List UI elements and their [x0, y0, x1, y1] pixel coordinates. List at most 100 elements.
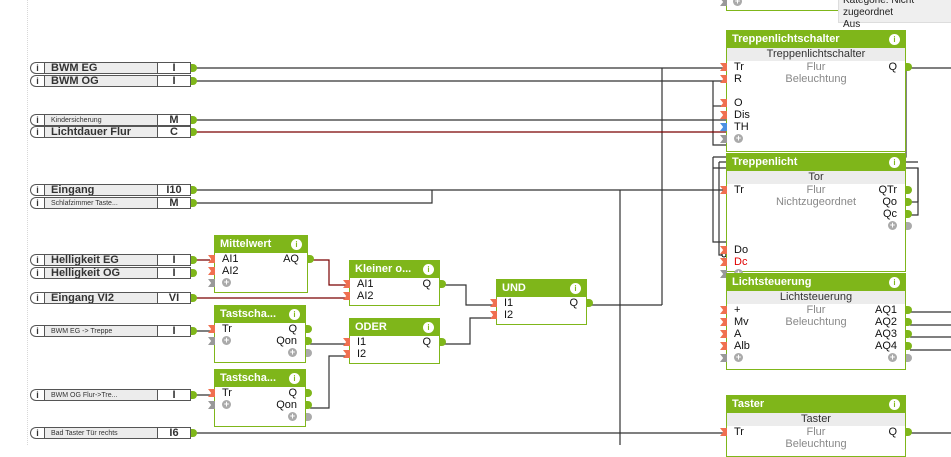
info-icon[interactable]: i: [30, 114, 44, 126]
input-pin[interactable]: [720, 354, 727, 362]
output-pin[interactable]: [306, 401, 312, 409]
add-input-icon[interactable]: +: [734, 133, 743, 143]
input-pin[interactable]: [720, 428, 727, 436]
add-input-icon[interactable]: +: [733, 0, 742, 6]
output-pin[interactable]: [440, 280, 446, 288]
info-icon[interactable]: i: [889, 399, 900, 410]
output-pin[interactable]: [906, 330, 912, 338]
info-icon[interactable]: i: [30, 62, 44, 74]
info-icon[interactable]: i: [570, 283, 581, 294]
output-pin[interactable]: [191, 64, 197, 72]
input-pin[interactable]: [720, 123, 727, 131]
output-pin[interactable]: [440, 338, 446, 346]
output-pin[interactable]: [306, 413, 312, 421]
input-pin[interactable]: [720, 270, 727, 278]
info-icon[interactable]: i: [30, 389, 44, 401]
input-pin[interactable]: [343, 338, 350, 346]
output-pin[interactable]: [906, 428, 912, 436]
output-pin[interactable]: [191, 77, 197, 85]
add-input-icon[interactable]: +: [222, 399, 231, 409]
output-pin[interactable]: [906, 63, 912, 71]
info-icon[interactable]: i: [289, 309, 300, 320]
input-pin[interactable]: [208, 325, 215, 333]
input-pin[interactable]: [720, 135, 727, 143]
output-pin[interactable]: [906, 210, 912, 218]
info-icon[interactable]: i: [30, 292, 44, 304]
output-pin[interactable]: [191, 429, 197, 437]
input-pin[interactable]: [720, 111, 727, 119]
output-pin[interactable]: [306, 337, 312, 345]
output-pin[interactable]: [191, 391, 197, 399]
add-input-icon[interactable]: +: [222, 277, 231, 287]
input-pin[interactable]: [720, 318, 727, 326]
input-pin[interactable]: [720, 330, 727, 338]
input-pin[interactable]: [343, 350, 350, 358]
input-pin[interactable]: [343, 280, 350, 288]
input-pin[interactable]: [720, 186, 727, 194]
output-pin[interactable]: [191, 116, 197, 124]
output-pin[interactable]: [906, 354, 912, 362]
output-pin[interactable]: [306, 349, 312, 357]
info-icon[interactable]: i: [423, 264, 434, 275]
add-output-icon[interactable]: +: [288, 347, 297, 357]
input-pin[interactable]: [720, 306, 727, 314]
input-pin[interactable]: [720, 342, 727, 350]
output-pin[interactable]: [906, 342, 912, 350]
info-icon[interactable]: i: [30, 267, 44, 279]
info-icon[interactable]: i: [30, 184, 44, 196]
add-input-icon[interactable]: +: [734, 352, 743, 362]
info-icon[interactable]: i: [423, 322, 434, 333]
info-icon[interactable]: i: [30, 325, 44, 337]
info-icon[interactable]: i: [889, 277, 900, 288]
add-output-icon[interactable]: +: [888, 220, 897, 230]
info-icon[interactable]: i: [889, 157, 900, 168]
input-pin[interactable]: [720, 99, 727, 107]
add-output-icon[interactable]: +: [888, 352, 897, 362]
input-pin[interactable]: [720, 75, 727, 83]
output-pin[interactable]: [906, 306, 912, 314]
output-pin[interactable]: [191, 186, 197, 194]
output-pin[interactable]: [191, 327, 197, 335]
output-pin[interactable]: [906, 318, 912, 326]
input-pin[interactable]: [208, 267, 215, 275]
info-icon[interactable]: i: [30, 197, 44, 209]
info-icon[interactable]: i: [30, 254, 44, 266]
output-pin[interactable]: [191, 199, 197, 207]
input-pin[interactable]: [720, 246, 727, 254]
input-pin[interactable]: [490, 299, 497, 307]
output-pin[interactable]: [191, 269, 197, 277]
output-pin[interactable]: [306, 325, 312, 333]
output-pin[interactable]: [308, 255, 314, 263]
input-pin[interactable]: [720, 258, 727, 266]
info-icon[interactable]: i: [30, 75, 44, 87]
input-pin[interactable]: [208, 255, 215, 263]
info-icon[interactable]: i: [289, 373, 300, 384]
input-pin[interactable]: [208, 337, 215, 345]
output-pin[interactable]: [906, 198, 912, 206]
input-pin[interactable]: [490, 311, 497, 319]
output-pin[interactable]: [191, 256, 197, 264]
info-icon[interactable]: i: [30, 126, 44, 138]
output-pin[interactable]: [306, 389, 312, 397]
output-pin[interactable]: [587, 299, 593, 307]
add-input-icon[interactable]: +: [222, 335, 231, 345]
input-pin[interactable]: [208, 389, 215, 397]
